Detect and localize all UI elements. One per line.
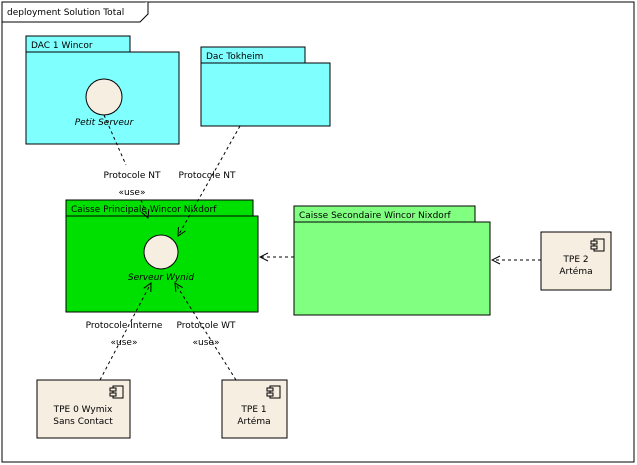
connector-stereotype-use-3: «use» <box>111 338 138 348</box>
frame-title: deployment Solution Total <box>7 8 124 18</box>
package-dac-tokheim[interactable]: Dac Tokheim <box>200 46 331 127</box>
connector-stereotype-use-4: «use» <box>193 338 220 348</box>
package-label: Caisse Secondaire Wincor Nixdorf <box>299 211 452 221</box>
component-tpe2[interactable]: TPE 2 Artéma <box>540 231 612 291</box>
connector-tpe0-to-serveur-wynid[interactable] <box>99 283 151 381</box>
package-label: Dac Tokheim <box>206 52 263 62</box>
package-caisse-secondaire[interactable]: Caisse Secondaire Wincor Nixdorf <box>293 205 491 316</box>
connector-tpe1-to-serveur-wynid[interactable] <box>175 283 237 381</box>
package-label: DAC 1 Wincor <box>31 41 93 51</box>
component-label-line1: TPE 1 <box>240 405 266 415</box>
component-label-line1: TPE 0 Wymix <box>53 405 113 415</box>
component-label-line2: Sans Contact <box>53 417 113 427</box>
interface-circle-petit-serveur[interactable] <box>85 78 123 116</box>
component-label-line2: Artéma <box>559 266 592 277</box>
component-tpe0[interactable]: TPE 0 Wymix Sans Contact <box>36 379 131 439</box>
connector-label-protocole-interne: Protocole Interne <box>86 321 163 331</box>
component-label-line2: Artéma <box>237 416 270 427</box>
connector-label-protocole-nt-1: Protocole NT <box>104 171 161 181</box>
component-label-line1: TPE 2 <box>562 255 588 265</box>
package-caisse-principale[interactable]: Caisse Principale Wincor Nixdorf Serveur… <box>65 199 259 313</box>
connector-stereotype-use-1: «use» <box>119 188 146 198</box>
component-icon <box>266 385 281 399</box>
package-dac1-wincor[interactable]: DAC 1 Wincor Petit Serveur <box>25 35 180 145</box>
interface-label-serveur-wynid: Serveur Wynid <box>128 273 195 283</box>
component-icon <box>590 238 605 252</box>
component-icon <box>109 385 124 399</box>
interface-label-petit-serveur: Petit Serveur <box>75 118 135 128</box>
package-label: Caisse Principale Wincor Nixdorf <box>71 205 217 215</box>
interface-circle-serveur-wynid[interactable] <box>143 234 179 270</box>
component-tpe1[interactable]: TPE 1 Artéma <box>221 379 288 439</box>
connector-label-protocole-nt-2: Protocole NT <box>179 171 236 181</box>
connector-label-protocole-wt: Protocole WT <box>176 321 236 331</box>
